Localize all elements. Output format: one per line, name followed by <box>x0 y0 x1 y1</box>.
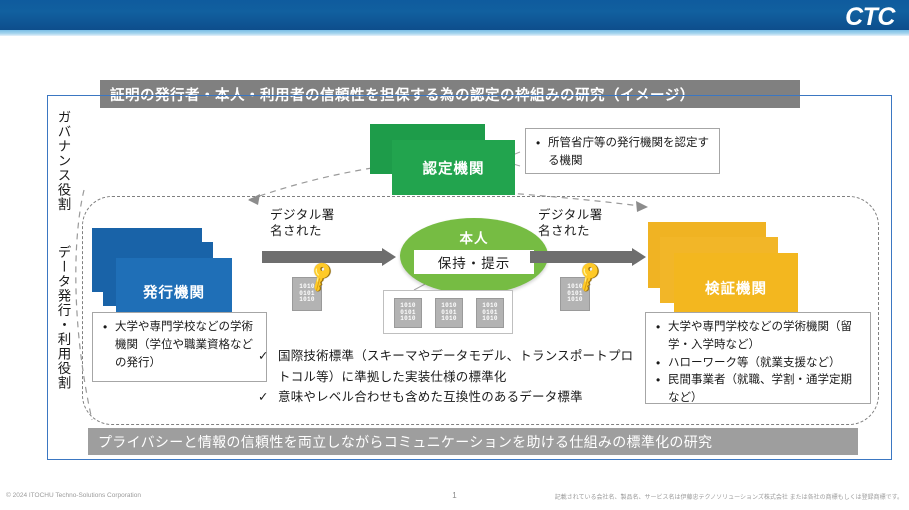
bottom-banner: プライバシーと情報の信頼性を両立しながらコミュニケーションを助ける仕組みの標準化… <box>88 428 858 455</box>
arrow-right-head <box>632 248 646 266</box>
callout-verifier: 大学や専門学校などの学術機関（留学・入学時など） ハローワーク等（就業支援など）… <box>645 312 871 404</box>
person-sub-label: 保持・提示 <box>414 250 534 274</box>
footer-page-number: 1 <box>452 491 457 500</box>
arrow-right-bar <box>530 251 632 263</box>
held-cert-2-bits-3: 1010 <box>441 315 457 323</box>
cert-left-bits-1: 1010 <box>299 282 315 290</box>
header-accent-strip <box>0 30 909 36</box>
signature-label-right-line2: 名された <box>538 223 591 238</box>
arrow-left-bar <box>262 251 382 263</box>
held-certificate-1: 1010 0101 1010 <box>394 298 422 328</box>
accreditation-card-front: 認定機関 <box>392 140 515 195</box>
digital-signature-label-left: デジタル署 名された <box>270 208 335 239</box>
held-cert-1-bits-3: 1010 <box>400 315 416 323</box>
header-band <box>0 0 909 30</box>
signature-label-right-line1: デジタル署 <box>538 208 603 222</box>
digital-signature-label-right: デジタル署 名された <box>538 208 603 239</box>
ctc-logo: CTC <box>845 3 895 31</box>
node-person[interactable]: 本人 保持・提示 <box>400 218 548 294</box>
held-cert-3-bits-1: 1010 <box>482 301 498 309</box>
held-cert-2-bits: 1010 0101 1010 <box>441 301 457 324</box>
certificate-right-bits: 1010 0101 1010 <box>567 282 583 305</box>
vertical-label-data-role: データ発行・利用役割 <box>55 245 71 390</box>
verifier-card-front: 検証機関 <box>674 253 798 323</box>
callout-verifier-item-2: ハローワーク等（就業支援など） <box>654 354 862 373</box>
flow-arrow-issuer-to-person <box>262 248 396 266</box>
cert-right-bits-2: 0101 <box>567 289 583 297</box>
person-label: 本人 <box>459 231 489 246</box>
check-list-item-2: 意味やレベル合わせも含めた互換性のあるデータ標準 <box>258 387 643 408</box>
callout-verifier-item-1: 大学や専門学校などの学術機関（留学・入学時など） <box>654 318 862 355</box>
held-cert-3-bits: 1010 0101 1010 <box>482 301 498 324</box>
accreditation-label: 認定機関 <box>422 161 485 177</box>
held-certificate-2: 1010 0101 1010 <box>435 298 463 328</box>
bottom-banner-text: プライバシーと情報の信頼性を両立しながらコミュニケーションを助ける仕組みの標準化… <box>98 433 713 450</box>
standards-check-list: 国際技術標準（スキーマやデータモデル、トランスポートプロトコル等）に準拠した実装… <box>258 346 643 408</box>
footer-copyright: © 2024 ITOCHU Techno-Solutions Corporati… <box>6 492 141 499</box>
held-cert-2-bits-2: 0101 <box>441 308 457 316</box>
held-credentials-box: 1010 0101 1010 1010 0101 1010 1010 0101 … <box>383 290 513 334</box>
held-cert-3-bits-2: 0101 <box>482 308 498 316</box>
callout-accreditation-item: 所管省庁等の発行機関を認定する機関 <box>534 134 711 171</box>
node-verification-body[interactable]: 検証機関 <box>648 222 808 332</box>
callout-accreditation: 所管省庁等の発行機関を認定する機関 <box>525 128 720 174</box>
arrow-left-head <box>382 248 396 266</box>
vertical-label-governance: ガバナンス役割 <box>55 110 71 212</box>
certificate-left-bits: 1010 0101 1010 <box>299 282 315 305</box>
callout-issuer: 大学や専門学校などの学術機関（学位や職業資格などの発行） <box>92 312 267 382</box>
node-accreditation-body[interactable]: 認定機関 <box>370 124 520 199</box>
cert-left-bits-3: 1010 <box>299 296 315 304</box>
flow-arrow-person-to-verifier <box>530 248 646 266</box>
diagram-outer-frame <box>47 95 892 460</box>
held-cert-1-bits-1: 1010 <box>400 301 416 309</box>
held-cert-1-bits: 1010 0101 1010 <box>400 301 416 324</box>
certificate-icon-right: 1010 0101 1010 <box>560 277 590 311</box>
held-certificate-3: 1010 0101 1010 <box>476 298 504 328</box>
certificate-icon-left: 1010 0101 1010 <box>292 277 322 311</box>
footer-trademark: 記載されている会社名、製品名、サービス名は伊藤忠テクノソリューションズ株式会社 … <box>554 495 903 501</box>
held-cert-3-bits-3: 1010 <box>482 315 498 323</box>
cert-left-bits-2: 0101 <box>299 289 315 297</box>
callout-verifier-item-3: 民間事業者（就職、学割・通学定期など） <box>654 371 862 408</box>
verifier-label: 検証機関 <box>705 281 767 298</box>
issuer-label: 発行機関 <box>143 285 205 302</box>
held-cert-1-bits-2: 0101 <box>400 308 416 316</box>
signature-label-left-line1: デジタル署 <box>270 208 335 222</box>
check-list-item-1: 国際技術標準（スキーマやデータモデル、トランスポートプロトコル等）に準拠した実装… <box>258 346 643 387</box>
cert-right-bits-1: 1010 <box>567 282 583 290</box>
signature-label-left-line2: 名された <box>270 223 323 238</box>
held-cert-2-bits-1: 1010 <box>441 301 457 309</box>
callout-issuer-item: 大学や専門学校などの学術機関（学位や職業資格などの発行） <box>101 318 258 372</box>
cert-right-bits-3: 1010 <box>567 296 583 304</box>
